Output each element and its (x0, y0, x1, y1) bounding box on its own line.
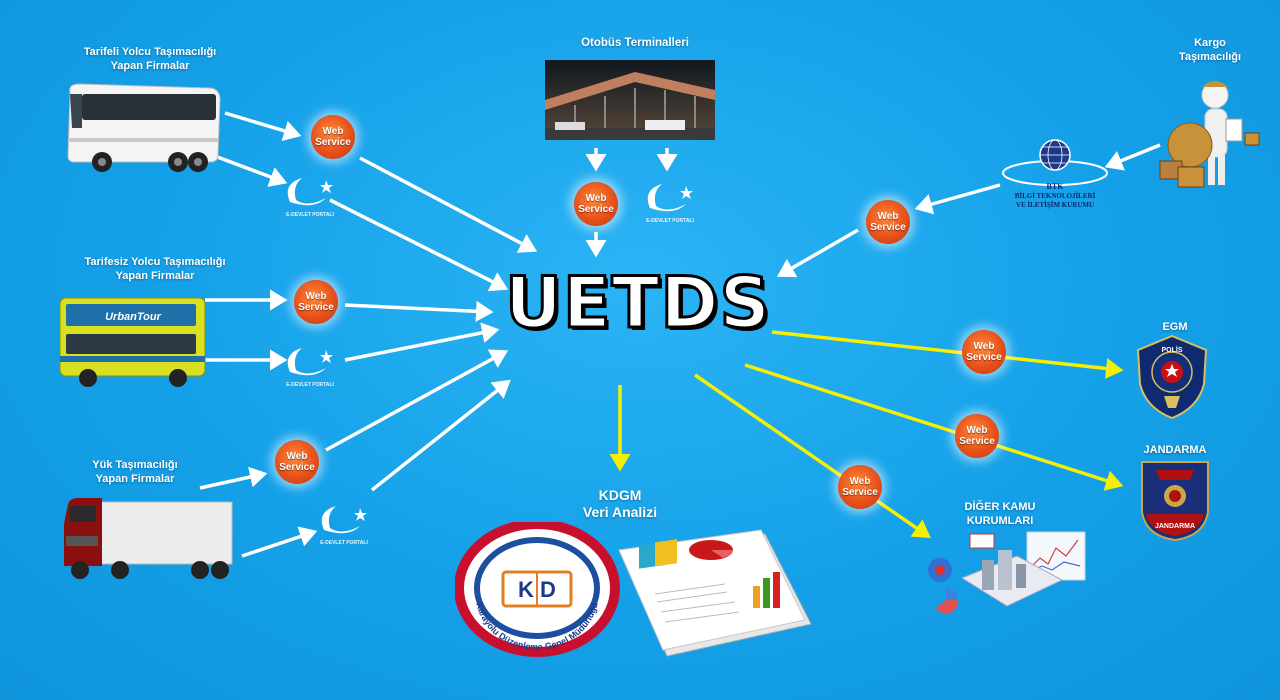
e-devlet-portal-icon: E-DEVLET PORTALI (280, 172, 340, 218)
arrow-ws-uetds-right (776, 228, 859, 278)
e-devlet-portal-icon: E-DEVLET PORTALI (280, 342, 340, 388)
btk-logo (1002, 139, 1108, 186)
label-egm: EGM (1162, 321, 1188, 333)
label-yuk: Yük Taşımacılığı Yapan Firmalar (92, 459, 178, 485)
coach-bus-image (67, 83, 221, 172)
arrow-uetds-jandarma (744, 363, 1124, 491)
truck-image (64, 498, 233, 579)
egm-police-badge: POLİS (1136, 334, 1208, 420)
e-devlet-portal-icon: E-DEVLET PORTALI (314, 500, 374, 546)
web-service-badge: Web Service (962, 330, 1006, 374)
arrow-portal-uetds-1 (329, 198, 509, 292)
polis-text: POLİS (1161, 346, 1182, 354)
double-decker-bus-image: UrbanTour (59, 297, 206, 387)
btk-short-label: BTK (1046, 182, 1064, 191)
label-kargo: Kargo Taşımacılığı (1178, 37, 1242, 63)
web-service-badge: Web Service (866, 200, 910, 244)
web-service-badge: Web Service (574, 182, 618, 226)
bus-terminal-image (545, 60, 715, 140)
web-service-badge: Web Service (294, 280, 338, 324)
report-document-image (618, 529, 812, 657)
kdgm-logo: K D Karayolu Düzenleme Genel Müdürlüğü (455, 522, 620, 657)
label-tarifesiz: Tarifesiz Yolcu Taşımacılığı Yapan Firma… (84, 256, 226, 282)
arrow-uetds-egm (771, 330, 1124, 379)
jandarma-band-text: JANDARMA (1155, 523, 1195, 530)
e-devlet-portal-icon: E-DEVLET PORTALI (640, 178, 700, 224)
arrow-yuk-ws (199, 466, 268, 490)
web-service-badge: Web Service (838, 465, 882, 509)
other-institutions-image (928, 531, 1086, 614)
uetds-title: UETDS (504, 261, 772, 346)
arrow-tarifeli-ws (224, 111, 302, 142)
arrow-btk-ws (914, 183, 1001, 215)
cargo-courier-image (1159, 81, 1260, 188)
label-tarifeli: Tarifeli Yolcu Taşımacılığı Yapan Firmal… (83, 46, 217, 72)
arrow-portal-uetds-3 (370, 379, 511, 492)
label-jandarma: JANDARMA (1143, 444, 1207, 456)
web-service-badge: Web Service (955, 414, 999, 458)
bus-brand-text: UrbanTour (105, 311, 162, 323)
arrow-ws-uetds-1 (359, 156, 538, 253)
web-service-badge: Web Service (275, 440, 319, 484)
arrow-uetds-diger (694, 373, 931, 538)
jandarma-emblem: JANDARMA (1141, 461, 1209, 542)
label-kdgm: KDGM Veri Analizi (582, 487, 658, 520)
arrow-ws-uetds-3 (325, 349, 509, 452)
label-diger-kamu: DİĞER KAMU KURUMLARI (964, 501, 1036, 527)
kd-letters: K D (518, 577, 556, 602)
arrow-portal-uetds-2 (344, 322, 500, 362)
arrow-tarifeli-portal (211, 153, 288, 187)
arrow-kargo-btk (1104, 143, 1161, 171)
web-service-badge: Web Service (311, 115, 355, 159)
btk-full-label: BİLGİ TEKNOLOJİLERİ VE İLETİŞİM KURUMU (1014, 192, 1096, 209)
arrow-ws-uetds-2 (344, 300, 494, 322)
label-otobus-terminalleri: Otobüs Terminalleri (581, 37, 689, 49)
arrow-yuk-portal (241, 526, 318, 558)
